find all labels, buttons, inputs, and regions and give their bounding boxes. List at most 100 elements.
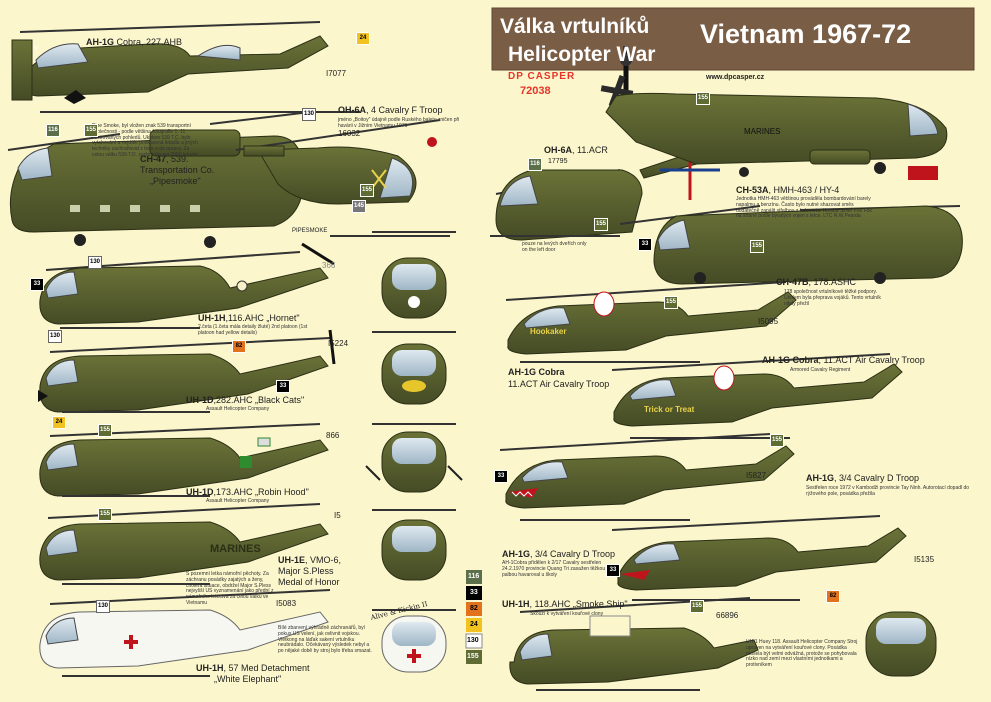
note-oh6a-4cav: jméno „Boitoy" údajně podle Ruského bale… [338, 117, 460, 129]
label-uh1h-116: UH-1H,116.AHC „Hornet" [198, 313, 300, 323]
chip-155: 155 [467, 653, 479, 660]
badge-24-b: 24 [52, 416, 66, 429]
badge-33-c: 33 [276, 380, 290, 393]
label-uh1d-173: UH-1D,173.AHC „Robin Hood" [186, 487, 309, 497]
chip-legend-bars [465, 570, 483, 664]
svg-text:MARINES: MARINES [744, 127, 780, 136]
chip-116: 116 [468, 573, 480, 580]
front-view-5 [372, 609, 456, 673]
sub-uh1d-173: Assault Helicopter Company [206, 498, 270, 504]
serial-ah1g-34b: I5135 [914, 555, 935, 564]
badge-33-b: 33 [30, 278, 44, 291]
badge-155-c: 155 [594, 218, 608, 231]
label-ch47-539-line3: „Pipesmoke" [150, 176, 201, 186]
svg-text:PIPESMOKE: PIPESMOKE [292, 228, 327, 234]
marking-uh1e: MARINES [210, 543, 261, 555]
serial-uh1d-173: 866 [326, 431, 340, 440]
label-ah1g-34b: AH-1G, 3/4 Cavalry D Troop [502, 549, 616, 559]
serial-oh6a-4cav: 16032 [338, 129, 361, 138]
badge-33-d: 33 [494, 470, 508, 483]
uh1h-116-art [39, 242, 335, 329]
badge-82-b: 82 [826, 590, 840, 603]
note-ch47-539: Pipe Smoke, byl vložen znak 539 transpor… [92, 123, 200, 158]
label-ah1g-11acr-line2: 11.ACT Air Cavalry Troop [508, 379, 610, 389]
brand-label: DP CASPER [508, 71, 576, 82]
chip-33: 33 [470, 589, 478, 596]
nose-ah1g-11act: Trick or Treat [644, 405, 695, 414]
label-uh1d-282: UH-1D,282.AHC „Black Cats" [186, 395, 305, 405]
chip-24: 24 [470, 621, 478, 628]
ch53-rotor-icon [600, 74, 634, 108]
product-code: 72038 [520, 85, 551, 97]
label-ch47-539: CH-47, 539. [140, 154, 189, 164]
note-uh1h-118: UH-1 Huey 118. Assault Helicopter Compan… [746, 639, 858, 668]
ah1g-11act-art [611, 353, 903, 439]
serial-ah1g-11acr: I5095 [758, 317, 779, 326]
front-view-4 [372, 509, 456, 581]
ah1g-11acr-art [505, 281, 797, 363]
badge-155-h: 155 [664, 296, 678, 309]
note-uh1h-116: 2.četa (1.četa mála detaily žluté) 2nd p… [198, 324, 308, 336]
note-ah1g-34b: AH-1Cobra přidělen k 2/17 Cavalry sestře… [502, 560, 606, 578]
serial-ah1g-34a: I5827 [746, 471, 767, 480]
ah1g-34b-art [611, 515, 907, 601]
banner-title-cz: Válka vrtulníků [500, 15, 650, 38]
label-ah1g-227: AH-1G Cobra, 227.AHB [86, 37, 183, 47]
tail-uh1h-116: 366 [322, 261, 336, 270]
label-uh1h-57-line2: „White Elephant" [214, 674, 282, 684]
svg-text:V: V [34, 45, 39, 52]
website-url: www.dpcasper.cz [706, 74, 765, 81]
uh1d-173-art [39, 423, 329, 497]
oh6a-4cav-art [235, 119, 450, 237]
note-ch47b: 178 společnost vrtulníkové těžké podpory… [784, 289, 881, 307]
serial-oh6a-11acr: 17795 [548, 158, 568, 165]
badge-155-a: 155 [84, 124, 98, 137]
label-ch47-539-line2: Transportation Co. [140, 165, 215, 175]
uh1h-118-art [509, 597, 937, 691]
label-uh1e: UH-1E, VMO-6, [278, 555, 342, 565]
label-ah1g-11acr: AH-1G Cobra [508, 367, 565, 377]
badge-130-c: 130 [48, 330, 62, 343]
badge-155-e: 155 [750, 240, 764, 253]
badge-33-e: 33 [606, 564, 620, 577]
note-uh1e: S pozemní letka námořní pěchoty. Za zách… [186, 571, 274, 606]
badge-82-a: 82 [232, 340, 246, 353]
label-oh6a-11acr: OH-6A, 11.ACR [544, 145, 608, 155]
serial-uh1h-116: I5224 [328, 339, 349, 348]
front-view-1 [372, 231, 456, 319]
label-uh1e-line2: Major S.Pless [278, 566, 334, 576]
banner-title-right: Vietnam 1967-72 [700, 19, 912, 49]
ch47-539-art: PIPESMOKE [7, 111, 327, 248]
label-uh1h-118: UH-1H, 118.AHC „Smoke Ship" [502, 599, 628, 609]
badge-24-a: 24 [356, 32, 370, 45]
label-ch53a: CH-53A, HMH-463 / HY-4 [736, 185, 840, 195]
serial-uh1h-57: I5083 [276, 599, 297, 608]
ch53a-art: MARINES [605, 92, 948, 177]
badge-116-b: 116 [528, 158, 542, 171]
label-oh6a-4cav: OH-6A, 4 Cavalry F Troop [338, 105, 443, 115]
sub-uh1d-282: Assault Helicopter Company [206, 406, 270, 412]
badge-130-b: 130 [88, 256, 102, 269]
uh1d-282-art [38, 329, 336, 413]
note-oh6a-11acr: pouze na levých dveřích only on the left… [522, 241, 587, 253]
front-views [365, 231, 463, 673]
badge-33-a: 33 [638, 238, 652, 251]
badge-155-b: 155 [360, 184, 374, 197]
serial-uh1e: I5 [334, 511, 341, 520]
note-uh1h-57: Bílé zbarvení výhradně záchranářů, byl p… [278, 625, 372, 654]
banner-title-en: Helicopter War [508, 43, 656, 66]
sub-ah1g-11act: Armored Cavalry Regiment [790, 367, 851, 373]
badge-130-a: 130 [302, 108, 316, 121]
ah1g-227-art: V [11, 21, 360, 113]
uh1h-57-art [39, 589, 331, 677]
label-uh1e-line3: Medal of Honor [278, 577, 340, 587]
note-ch53a: Jednotka HMH-463 většinou prováděla bomb… [736, 196, 872, 220]
badge-155-i: 155 [770, 434, 784, 447]
label-ch47b: CH-47B, 178.ASHC [776, 277, 857, 287]
note-ah1g-34a: Sestřelen roce 1972 v Kambodži provincie… [806, 485, 970, 497]
badge-155-j: 155 [690, 600, 704, 613]
nose-ah1g-11acr: Hookaker [530, 327, 567, 336]
ch47b-art [619, 166, 963, 285]
